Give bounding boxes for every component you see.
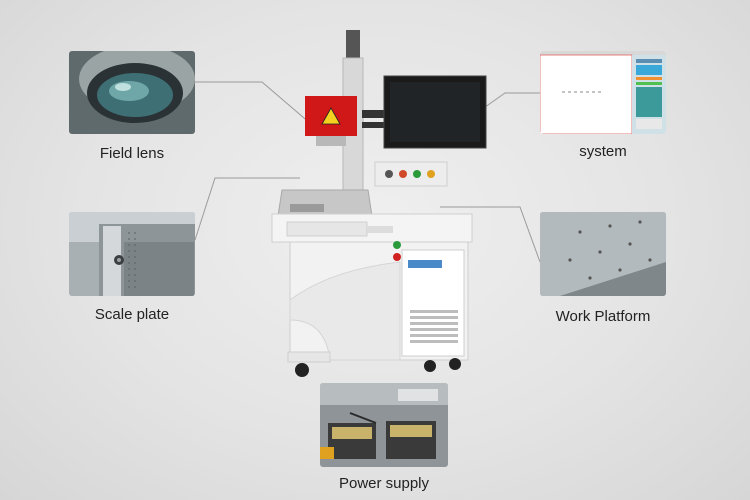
connector-system (477, 92, 540, 113)
connector-scale-plate (194, 177, 300, 241)
system-label: system (579, 143, 627, 160)
power-supply-label: Power supply (338, 475, 430, 492)
connector-field-lens (195, 81, 319, 131)
field-lens-label: Field lens (99, 145, 165, 162)
system-screenshot (540, 51, 666, 134)
emergency-button (393, 241, 401, 249)
base (287, 351, 331, 363)
work-platform-photo (540, 212, 666, 296)
warning-sign (321, 107, 341, 125)
wheel-right (449, 358, 461, 370)
field-lens-photo (69, 51, 195, 134)
vent-grille (410, 310, 458, 343)
wheel-mid (424, 360, 436, 372)
monitor-arm (362, 110, 388, 118)
work-table (277, 189, 373, 217)
brand-logo (408, 260, 442, 268)
scale-plate-label: Scale plate (94, 306, 170, 323)
connector-work-platform (440, 206, 541, 263)
wheel-left (295, 363, 309, 377)
column-top (346, 30, 360, 60)
work-platform-label: Work Platform (555, 308, 651, 325)
leg-cutout (289, 261, 401, 361)
scale-plate-photo (69, 212, 195, 296)
power-supply-photo (320, 383, 448, 467)
